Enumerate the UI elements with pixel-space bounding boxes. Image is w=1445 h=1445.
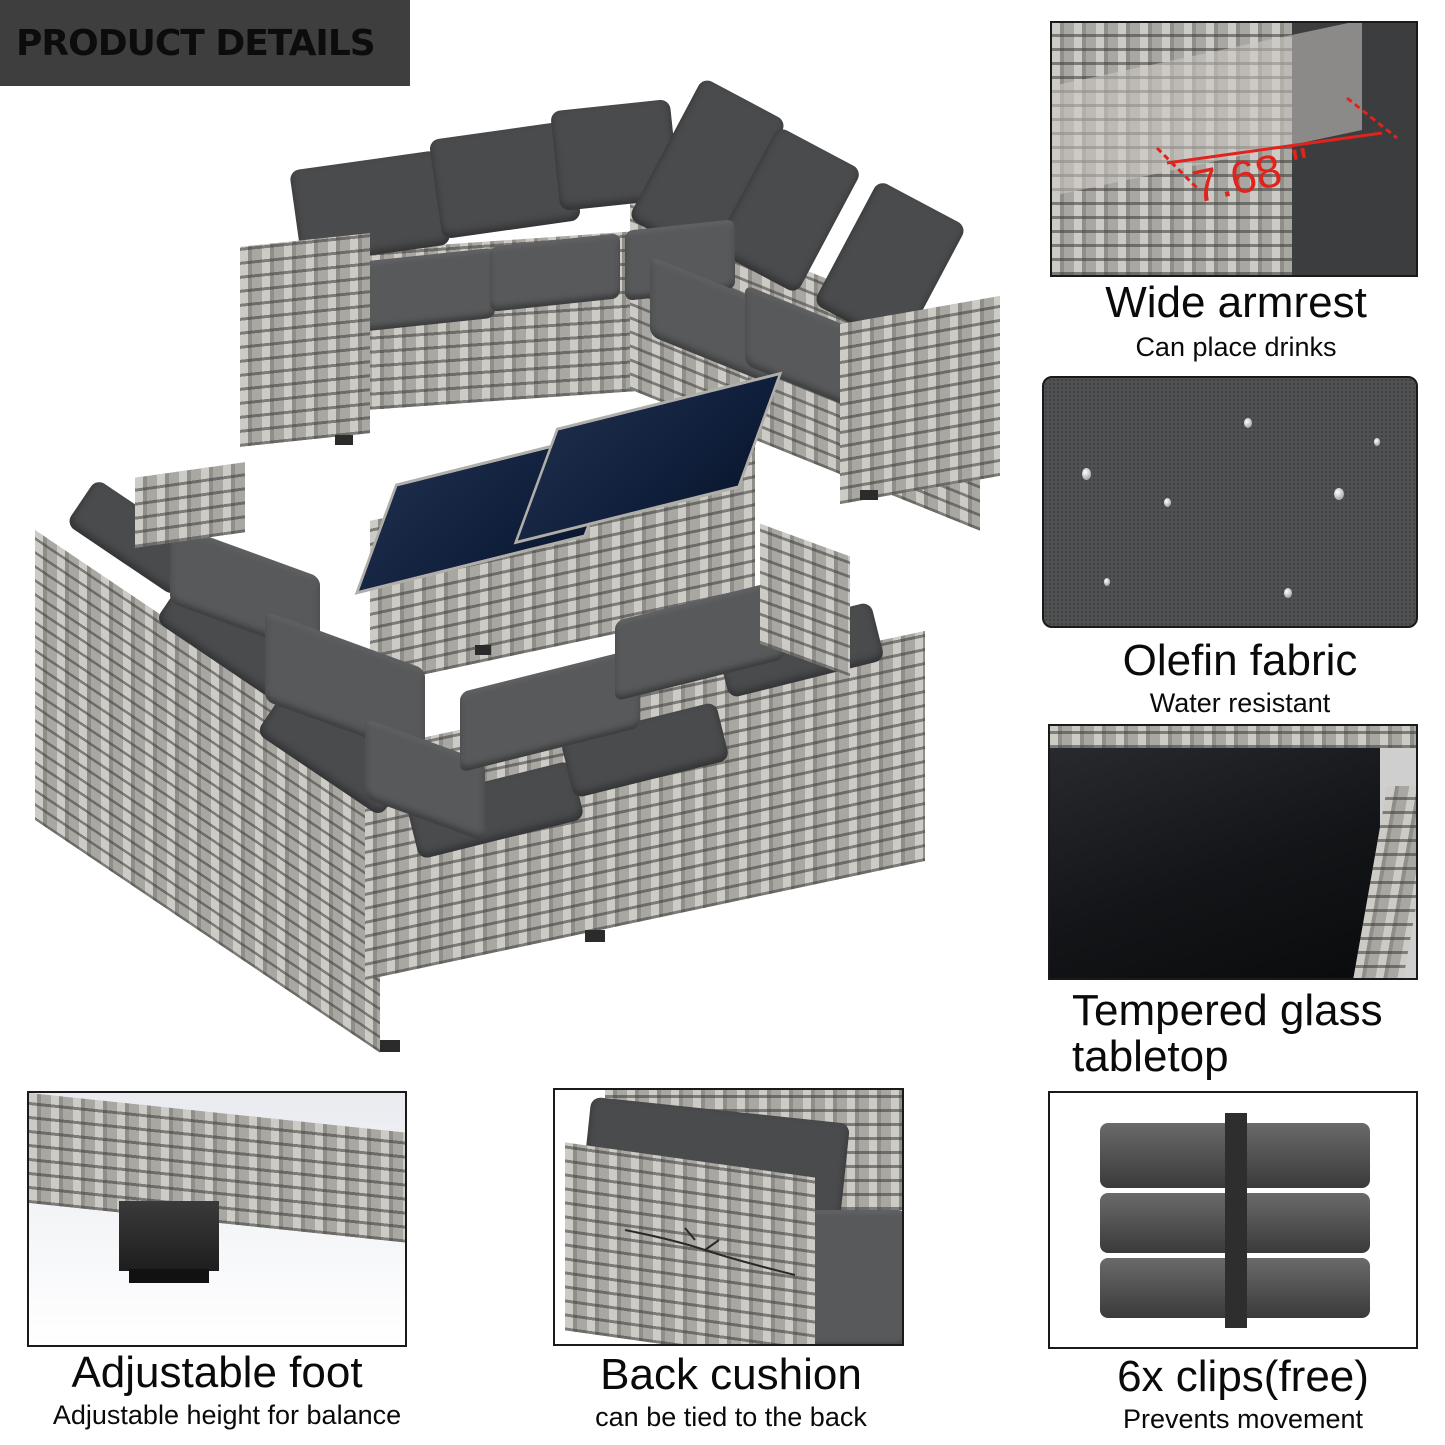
water-droplet xyxy=(1374,438,1380,446)
clip-divider xyxy=(1225,1113,1247,1328)
clips-detail-image xyxy=(1048,1091,1418,1349)
cushion-detail-image xyxy=(553,1088,904,1346)
foot-pad xyxy=(129,1269,209,1283)
fabric-subtitle: Water resistant xyxy=(1149,688,1331,718)
clips-subtitle: Prevents movement xyxy=(1122,1404,1364,1434)
glass-detail-image xyxy=(1048,724,1418,980)
lower-leg-1 xyxy=(380,1040,400,1052)
upper-right-armrest xyxy=(840,295,1000,505)
fabric-detail-image xyxy=(1042,376,1418,628)
clips-title: 6x clips(free) xyxy=(1117,1352,1369,1401)
measurement-arrow xyxy=(1155,96,1398,190)
armrest-title: Wide armrest xyxy=(1105,278,1367,327)
foot-block xyxy=(119,1201,219,1271)
cushion-title: Back cushion xyxy=(600,1350,862,1399)
water-droplet xyxy=(1244,418,1252,428)
cushion-subtitle: can be tied to the back xyxy=(595,1402,867,1432)
tie-string xyxy=(624,1227,796,1276)
water-droplet xyxy=(1284,588,1292,598)
armrest-detail-image: 7.68 " xyxy=(1050,21,1418,277)
lower-leg-2 xyxy=(585,930,605,942)
header-title: PRODUCT DETAILS xyxy=(16,22,376,64)
water-droplet xyxy=(1104,578,1110,586)
coffee-table-leg xyxy=(475,645,491,655)
upper-leg-1 xyxy=(335,435,353,445)
upper-seat-2 xyxy=(490,233,620,312)
upper-leg-2 xyxy=(860,490,878,500)
water-droplet xyxy=(1334,488,1344,500)
glass-title-line2: tabletop xyxy=(1072,1032,1229,1081)
glass-title-line1: Tempered glass xyxy=(1072,986,1383,1035)
glass-frame-top xyxy=(1050,726,1416,748)
upper-left-armrest xyxy=(240,233,370,447)
lower-left-armrest xyxy=(135,462,245,548)
fabric-title: Olefin fabric xyxy=(1122,636,1358,685)
armrest-subtitle: Can place drinks xyxy=(1135,332,1337,362)
sofa-set-illustration xyxy=(20,60,1020,1060)
glass-surface xyxy=(1050,726,1380,978)
product-details-header: PRODUCT DETAILS xyxy=(0,0,410,86)
water-droplet xyxy=(1082,468,1091,480)
foot-detail-image xyxy=(27,1091,407,1347)
foot-title: Adjustable foot xyxy=(71,1348,363,1397)
water-droplet xyxy=(1164,498,1171,507)
upper-seat-1 xyxy=(355,247,495,333)
foot-subtitle: Adjustable height for balance xyxy=(52,1400,402,1430)
